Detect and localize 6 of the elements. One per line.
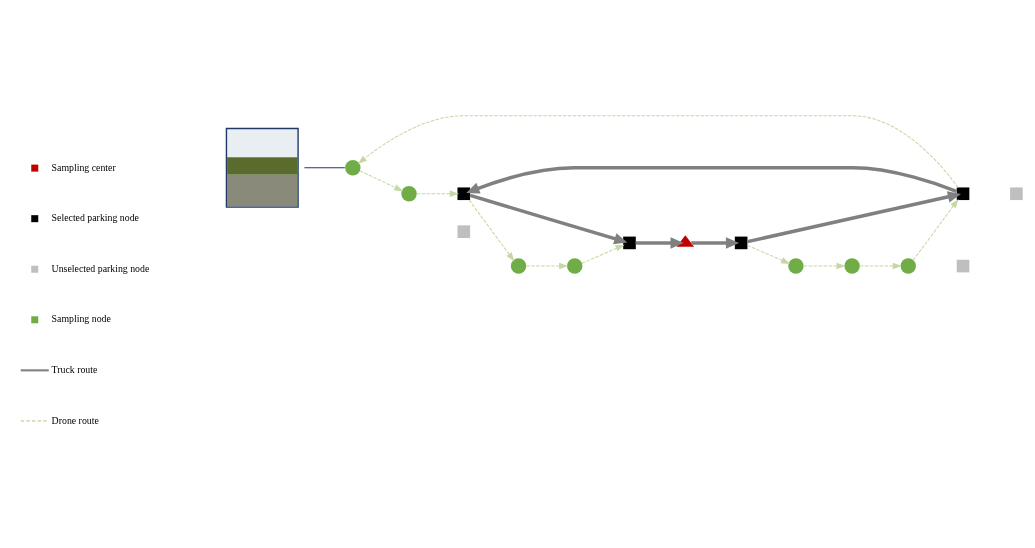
- legend-label: Sampling center: [51, 161, 116, 173]
- legend-label: Drone route: [51, 414, 99, 425]
- legend-label: Truck route: [51, 363, 98, 375]
- legend-label: Unselected parking node: [51, 262, 150, 274]
- legend-label: Sampling node: [51, 312, 111, 324]
- legend-label: Selected parking node: [51, 211, 139, 223]
